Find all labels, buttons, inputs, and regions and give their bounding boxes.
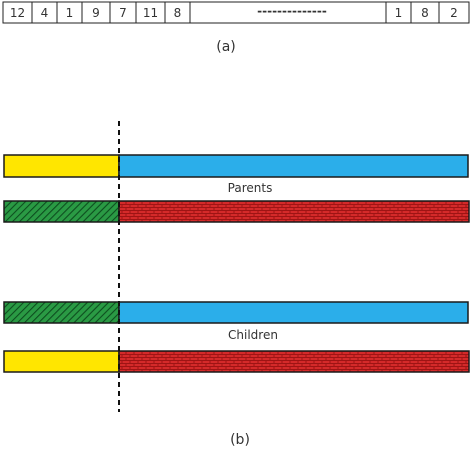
gene-cell: 4 — [41, 2, 58, 23]
gene-value: 4 — [41, 6, 49, 20]
gene-cell: 1 — [385, 2, 403, 23]
gene-value: 1 — [66, 6, 74, 20]
gene-value: 12 — [10, 6, 25, 20]
chromosome-strip: 12 4 1 9 7 11 8 -------------- 1 — [2, 1, 470, 24]
child2-left-segment — [3, 350, 120, 373]
gene-value: 7 — [119, 6, 127, 20]
gene-value: 8 — [421, 6, 429, 20]
gene-cell: 2 — [438, 2, 458, 23]
parent1-right-segment — [118, 154, 469, 178]
gene-cell: 1 — [66, 2, 83, 23]
parents-group: Parents — [3, 154, 470, 223]
child1-right-segment — [118, 301, 469, 324]
parent2-left-segment — [3, 200, 120, 223]
gene-cell: 11 — [143, 2, 166, 23]
gene-cell: 12 — [10, 2, 33, 23]
gene-value: 2 — [450, 6, 458, 20]
gene-value: 8 — [174, 6, 182, 20]
caption-b: (b) — [230, 432, 250, 448]
child2-right-segment — [118, 350, 470, 373]
parent2-right-segment — [118, 200, 470, 223]
gene-value: 9 — [92, 6, 100, 20]
gene-cell: 8 — [410, 2, 429, 23]
chromosome-outline — [2, 1, 470, 24]
gene-value: 1 — [395, 6, 403, 20]
gene-cell: 9 — [92, 2, 111, 23]
children-group: Children — [3, 301, 470, 373]
parent1-left-segment — [3, 154, 120, 178]
gene-value: 11 — [143, 6, 158, 20]
gene-cell: 7 — [119, 2, 137, 23]
chromosome-ellipsis: -------------- — [257, 4, 327, 18]
parents-label: Parents — [228, 181, 273, 195]
child1-left-segment — [3, 301, 120, 324]
gene-cell: 8 — [174, 2, 191, 23]
children-label: Children — [228, 328, 278, 342]
caption-a: (a) — [216, 39, 236, 55]
